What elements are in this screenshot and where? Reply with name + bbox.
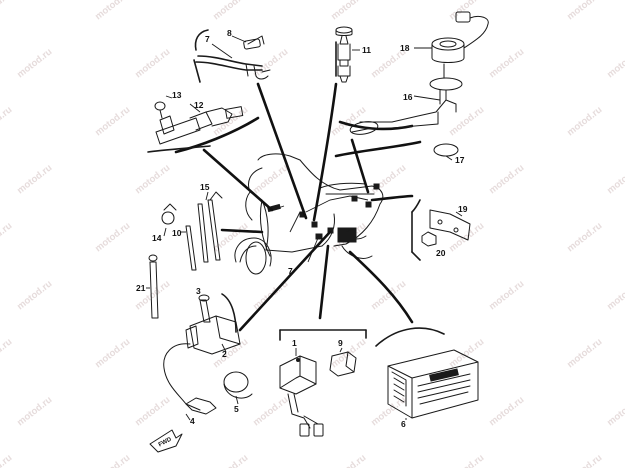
watermark-text: motod.ru: [487, 278, 526, 312]
watermark-text: motod.ru: [565, 220, 604, 254]
part-label-7-center: 7: [288, 266, 293, 276]
part-labels: 8 7 11 18 16 17 13 12 15 10 14 21 3 2 4 …: [136, 28, 468, 429]
watermark-text: motod.ru: [329, 0, 368, 22]
watermark-text: motod.ru: [447, 336, 486, 370]
part-cdi-unit: [279, 348, 324, 437]
watermark-text: motod.ru: [329, 452, 368, 468]
watermark-text: motod.ru: [251, 46, 290, 80]
watermark-text: motod.ru: [605, 278, 625, 312]
part-label-11: 11: [362, 45, 371, 55]
part-label-1: 1: [292, 338, 297, 348]
watermark-text: motod.ru: [0, 104, 14, 138]
part-ignition-coil: [163, 294, 253, 421]
watermark-text: motod.ru: [93, 104, 132, 138]
watermark-text: motod.ru: [447, 0, 486, 22]
part-label-5: 5: [234, 404, 239, 414]
watermark-text: motod.ru: [0, 336, 14, 370]
part-label-16: 16: [403, 92, 413, 102]
part-switch-11: [335, 26, 360, 83]
part-label-21: 21: [136, 283, 146, 293]
watermark-text: motod.ru: [211, 452, 250, 468]
part-label-7-top: 7: [205, 34, 210, 44]
part-label-19: 19: [458, 204, 468, 214]
part-label-10: 10: [172, 228, 182, 238]
watermark-text: motod.ru: [93, 220, 132, 254]
watermark-text: motod.ru: [0, 220, 14, 254]
watermark-text: motod.ru: [605, 46, 625, 80]
watermark-text: motod.ru: [447, 220, 486, 254]
watermark-text: motod.ru: [15, 278, 54, 312]
part-sensor-12: [154, 95, 244, 145]
part-label-2: 2: [222, 349, 227, 359]
part-battery-6: [387, 349, 479, 420]
watermark-text: motod.ru: [565, 0, 604, 22]
part-fuel-sender: [349, 11, 489, 161]
watermark-text: motod.ru: [447, 452, 486, 468]
watermark-text: motod.ru: [487, 394, 526, 428]
part-label-9: 9: [338, 338, 343, 348]
watermark-text: motod.ru: [565, 336, 604, 370]
part-cable-ties: [161, 191, 223, 271]
watermark-text: motod.ru: [605, 394, 625, 428]
watermark-text: motod.ru: [211, 0, 250, 22]
part-label-4: 4: [190, 416, 195, 426]
watermark-text: motod.ru: [487, 46, 526, 80]
part-label-18: 18: [400, 43, 410, 53]
group-brackets: [147, 29, 445, 347]
watermark-text: motod.ru: [251, 162, 290, 196]
part-label-3: 3: [196, 286, 201, 296]
watermark-text: motod.ru: [15, 394, 54, 428]
part-bracket-19: [421, 209, 471, 247]
part-tie-21: [146, 254, 159, 319]
watermark-text: motod.ru: [565, 452, 604, 468]
watermark-text: motod.ru: [15, 46, 54, 80]
watermark-text: motod.ru: [93, 0, 132, 22]
watermark-text: motod.ru: [251, 394, 290, 428]
part-label-13: 13: [172, 90, 182, 100]
watermark-text: motod.ru: [369, 162, 408, 196]
part-label-14: 14: [152, 233, 162, 243]
callout-lines: [174, 82, 422, 332]
watermark-text: motod.ru: [605, 162, 625, 196]
watermark-text: motod.ru: [329, 336, 368, 370]
watermark-text: motod.ru: [329, 104, 368, 138]
watermark-text: motod.ru: [93, 452, 132, 468]
part-label-15: 15: [200, 182, 210, 192]
watermark-text: motod.ru: [487, 162, 526, 196]
watermark-text: motod.ru: [565, 104, 604, 138]
fwd-arrow-icon: FWD: [149, 429, 183, 453]
part-label-8: 8: [227, 28, 232, 38]
watermark-text: motod.ru: [447, 104, 486, 138]
part-label-12: 12: [194, 100, 204, 110]
watermark-text: motod.ru: [133, 394, 172, 428]
watermark-text: motod.ru: [0, 0, 14, 22]
part-label-20: 20: [436, 248, 446, 258]
part-wire-harness-top: [195, 35, 271, 80]
watermark-text: motod.ru: [0, 452, 14, 468]
part-label-17: 17: [455, 155, 465, 165]
part-label-6: 6: [401, 419, 406, 429]
watermark-text: motod.ru: [133, 46, 172, 80]
part-relay-9: [329, 347, 357, 377]
watermark-text: motod.ru: [93, 336, 132, 370]
watermark-text: motod.ru: [133, 162, 172, 196]
watermark-text: motod.ru: [15, 162, 54, 196]
